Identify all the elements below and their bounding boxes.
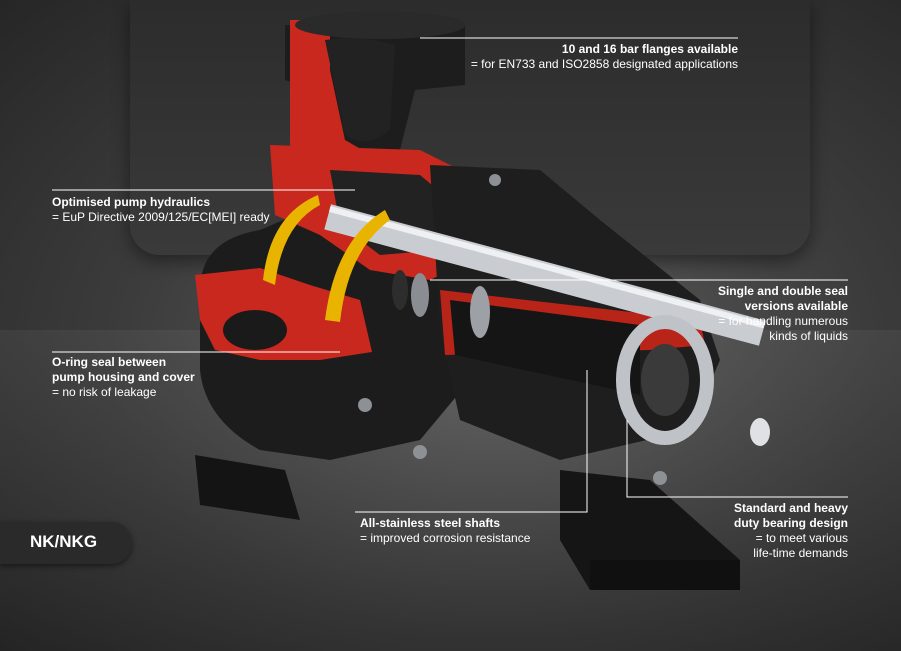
callout-bearing: Standard and heavy duty bearing design =… [734, 501, 848, 561]
bolt [358, 398, 372, 412]
impeller-vane-2 [325, 210, 390, 322]
callout-hydraulics-title: Optimised pump hydraulics [52, 195, 211, 209]
callout-shafts: All-stainless steel shafts = improved co… [360, 516, 530, 546]
impeller-vane-1 [263, 195, 320, 285]
callout-flanges-text: = for EN733 and ISO2858 designated appli… [470, 57, 738, 71]
callout-seal-title-1: Single and double seal [717, 284, 848, 298]
callout-flanges: 10 and 16 bar flanges available = for EN… [471, 42, 738, 72]
seal-ring-3 [392, 270, 408, 310]
discharge-inner [325, 38, 395, 142]
callout-flanges-title: 10 and 16 bar flanges available [561, 42, 738, 56]
callout-oring-text: = no risk of leakage [52, 385, 157, 399]
callout-bearing-title-2: duty bearing design [733, 516, 848, 530]
leader-bearing [626, 420, 848, 498]
pump-foot-front [195, 455, 300, 520]
bearing-ring-inner [641, 344, 689, 416]
callout-bearing-text-1: = to meet various [755, 531, 848, 545]
bearing-cavity [450, 300, 640, 395]
bracket-base [590, 560, 740, 590]
callout-seal-text-1: = for handling numerous [718, 314, 848, 328]
callout-shafts-title: All-stainless steel shafts [360, 516, 501, 530]
callout-bearing-title-1: Standard and heavy [733, 501, 848, 515]
bolt [653, 471, 667, 485]
shaft-end [750, 418, 770, 446]
callout-shafts-text: = improved corrosion resistance [360, 531, 531, 545]
callout-oring-title-2: pump housing and cover [52, 370, 195, 384]
callout-seal-versions: Single and double seal versions availabl… [718, 284, 848, 344]
leader-shafts [355, 370, 588, 513]
bolt [413, 445, 427, 459]
callout-oring-title-1: O-ring seal between [52, 355, 167, 369]
bearing-ring [616, 315, 714, 445]
callout-bearing-text-2: life-time demands [753, 546, 848, 560]
volute-channel [223, 310, 287, 350]
callout-seal-title-2: versions available [744, 299, 848, 313]
callout-seal-text-2: kinds of liquids [769, 329, 848, 343]
bolt [489, 174, 501, 186]
callout-hydraulics-text: = EuP Directive 2009/125/EC[MEI] ready [52, 210, 270, 224]
product-badge: NK/NKG [0, 522, 132, 564]
shaft-highlight [328, 206, 766, 329]
callout-hydraulics: Optimised pump hydraulics = EuP Directiv… [52, 195, 270, 225]
seal-ring-1 [470, 286, 490, 338]
callout-oring: O-ring seal between pump housing and cov… [52, 355, 195, 400]
flange-top [295, 11, 465, 39]
seal-ring-2 [411, 273, 429, 317]
product-badge-label: NK/NKG [30, 532, 98, 551]
